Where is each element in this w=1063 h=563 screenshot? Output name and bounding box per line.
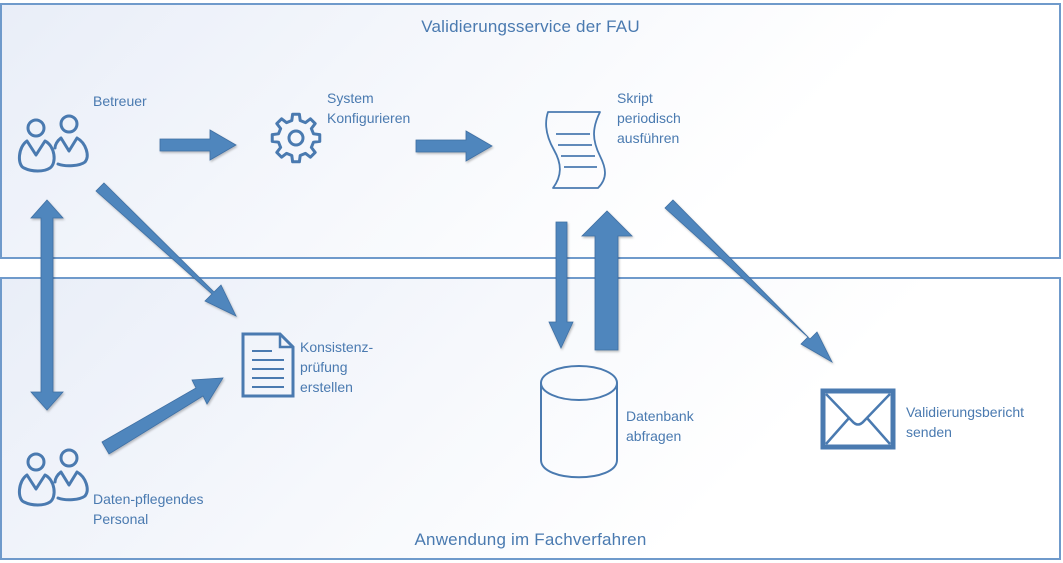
node-label-skript: Skript periodisch ausführen — [617, 90, 681, 146]
node-label-system: System Konfigurieren — [327, 90, 411, 126]
node-label-konsistenz: Konsistenz- prüfung erstellen — [300, 339, 374, 395]
users-icon — [18, 448, 89, 507]
arrow-personal-to-konsistenz — [101, 377, 224, 455]
node-label-datenbank: Datenbank abfragen — [626, 408, 694, 444]
arrow-betreuer-to-konsistenz — [95, 182, 237, 317]
arrow-skript-to-bericht — [664, 199, 833, 364]
arrow-skript-to-datenbank — [548, 221, 574, 349]
database-icon — [540, 365, 618, 479]
document-icon — [241, 332, 295, 398]
gear-icon — [270, 112, 322, 164]
container-title-bottom: Anwendung im Fachverfahren — [414, 530, 647, 549]
arrow-betreuer-personal-bidirectional — [30, 199, 64, 411]
container-title-top: Validierungsservice der FAU — [421, 17, 640, 36]
container-fachverfahren: Anwendung im Fachverfahren — [0, 277, 1061, 560]
node-label-bericht: Validierungsbericht senden — [906, 404, 1025, 440]
container-validierungsservice: Validierungsservice der FAU — [0, 3, 1061, 259]
node-label-betreuer: Betreuer — [93, 93, 147, 109]
arrow-datenbank-to-skript — [581, 210, 633, 351]
arrow-betreuer-to-system — [159, 129, 237, 161]
arrow-system-to-skript — [415, 130, 493, 162]
node-label-personal: Daten-pflegendes Personal — [93, 491, 204, 527]
script-scroll-icon — [545, 111, 606, 189]
envelope-icon — [820, 388, 896, 450]
users-icon — [18, 114, 89, 173]
